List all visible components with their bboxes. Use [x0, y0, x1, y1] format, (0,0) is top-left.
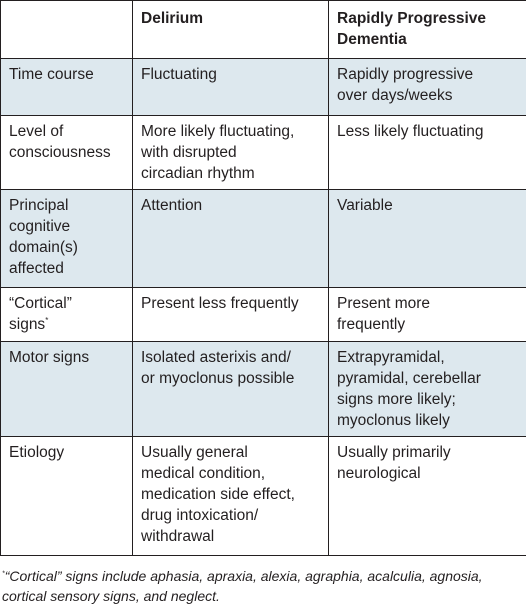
footnote-marker: *: [2, 570, 5, 578]
header-delirium: Delirium: [132, 0, 329, 59]
row-label-time-course: Time course: [0, 58, 133, 116]
cell-delirium-time-course: Fluctuating: [132, 58, 329, 116]
footnote-text: “Cortical” signs include aphasia, apraxi…: [2, 568, 483, 604]
row-label-etiology: Etiology: [0, 436, 133, 556]
cortical-signs-label-text: “Cortical”signs: [9, 295, 72, 333]
cell-rpd-consciousness: Less likely fluctuating: [328, 115, 526, 190]
row-label-cortical-signs: “Cortical”signs*: [0, 287, 133, 342]
cell-delirium-motor-signs: Isolated asterixis and/or myoclonus poss…: [132, 341, 329, 437]
cell-delirium-cortical-signs: Present less frequently: [132, 287, 329, 342]
table-footnote: *“Cortical” signs include aphasia, aprax…: [2, 566, 524, 606]
table-row: Time course Fluctuating Rapidly progress…: [0, 58, 526, 116]
table-row: Motor signs Isolated asterixis and/or my…: [0, 341, 526, 437]
cell-rpd-cognitive-domain: Variable: [328, 189, 526, 288]
footnote-marker: *: [45, 315, 49, 325]
table-row: “Cortical”signs* Present less frequently…: [0, 287, 526, 342]
cell-delirium-cognitive-domain: Attention: [132, 189, 329, 288]
header-empty-cell: [0, 0, 133, 59]
row-label-motor-signs: Motor signs: [0, 341, 133, 437]
